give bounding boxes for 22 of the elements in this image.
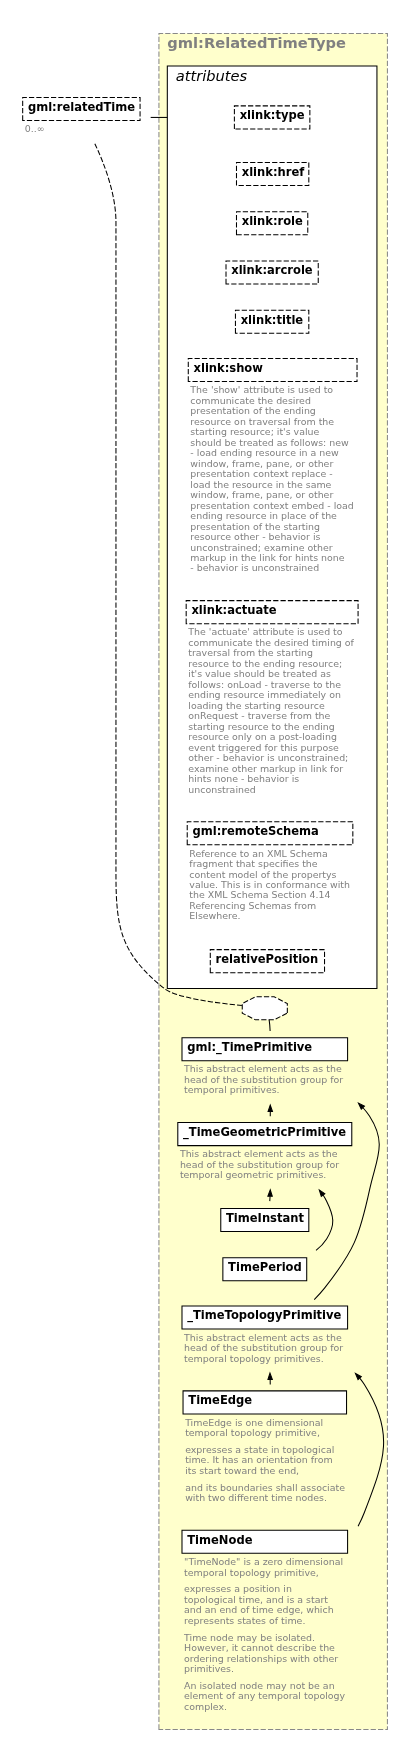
node-label: The 'actuate' attribute is used to communicate the desired timing of traversal from the starting resource to the ending resource; it's value should be treated as follows: onLoad - traverse to the ending resource immediately on loading the starting resource onRequest - traverse from the starting resource to the ending resource only on a post-loading event triggered for this purpose other - behavior is unconstrained; examine other markup in link for hints none - behavior is unconstrained [188, 625, 354, 795]
arrow [354, 1371, 385, 1527]
node-label: expresses a state in topological time. It has an orientation from its start toward the end, [185, 1443, 335, 1476]
connector [94, 142, 243, 1006]
arrow [267, 1187, 273, 1202]
node-label: 0..∞ [24, 122, 45, 134]
node-label: "TimeNode" is a zero dimensional temporal topology primitive, [184, 1555, 344, 1578]
node-label: The 'show' attribute is used to communicate the desired presentation of the ending resource on traversal from the starting resource; it's value should be treated as follows: new - load ending resource in a new window, frame, pane, or other presentation context replace - load the resource in the same window, frame, pane, or other presentation context embed - load ending resource in place of the presentation of the starting resource other - behavior is unconstrained; examine other markup in the link for hints none - behavior is unconstrained [190, 383, 354, 573]
connector [150, 116, 168, 118]
node-octagon [241, 995, 288, 1020]
node-label: This abstract element acts as the head of the substitution group for temporal topology primitives. [184, 1331, 344, 1364]
node-label: This abstract element acts as the head of the substitution group for temporal primitives. [184, 1062, 344, 1095]
arrow [315, 1188, 334, 1251]
node-label: An isolated node may not be an element of any temporal topology complex. [184, 1679, 346, 1712]
node-label: expresses a position in topological time, and is a start and an end of time edge, which represents states of time. [184, 1582, 334, 1626]
node-label: TimeEdge is one dimensional temporal topology primitive, [185, 1416, 324, 1438]
arrow [313, 1101, 380, 1300]
node-label: Reference to an XML Schema fragment that specifies the content model of the propertys value. This is in conformance with the XML Schema Section 4.14 Referencing Schemas from Elsewhere. [189, 847, 350, 921]
node-label: Time node may be isolated. However, it cannot describe the ordering relationships with other primitives. [184, 1631, 339, 1674]
node-label: and its boundaries shall associate with two different time nodes. [185, 1481, 346, 1503]
node-label: This abstract element acts as the head of the substitution group for temporal geometric primitives. [179, 1147, 340, 1180]
connector [268, 1018, 271, 1031]
